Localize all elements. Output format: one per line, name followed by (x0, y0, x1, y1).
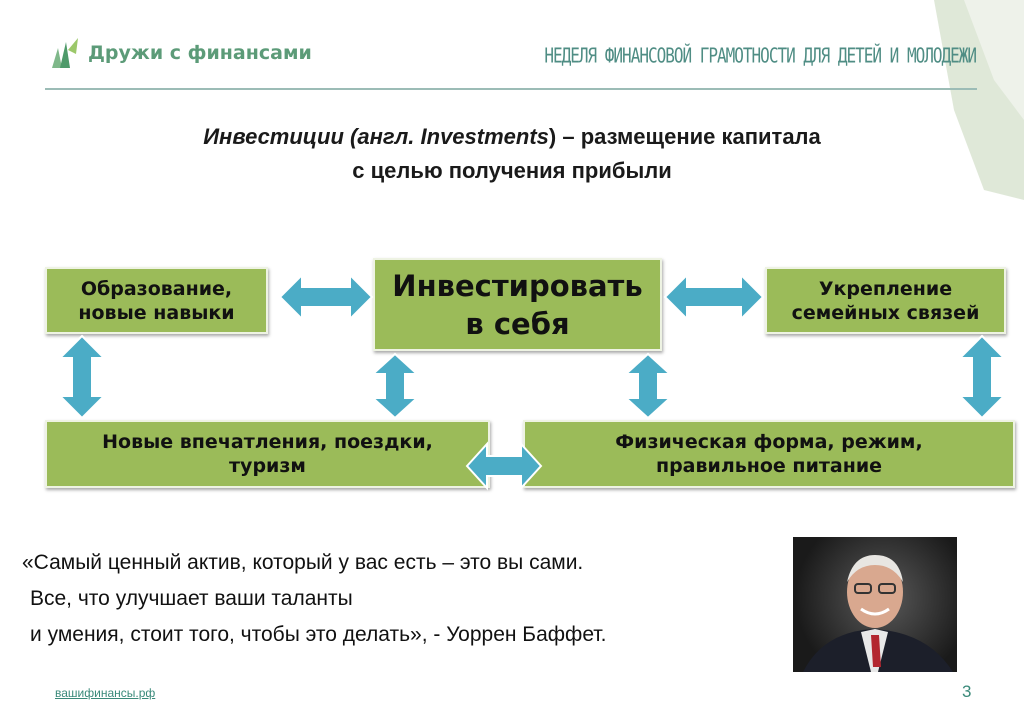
box-text: Новые впечатления, поездки, (102, 431, 433, 453)
box-text: правильное питание (655, 455, 883, 477)
event-title: НЕДЕЛЯ ФИНАНСОВОЙ ГРАМОТНОСТИ ДЛЯ ДЕТЕЙ … (544, 43, 977, 68)
box-text: Физическая форма, режим, (615, 431, 923, 453)
quote-line: «Самый ценный актив, который у вас есть … (22, 551, 584, 574)
page-number: 3 (962, 682, 972, 701)
double-arrow-icon (623, 352, 673, 420)
box-text: туризм (229, 455, 306, 477)
decorative-brush-shape (934, 0, 1024, 200)
title-term: Инвестиции (англ. Investments (203, 124, 549, 149)
title-line-1: Инвестиции (англ. Investments) – размеще… (203, 124, 821, 149)
box-text: в себя (465, 306, 570, 341)
double-arrow-icon (57, 334, 107, 420)
double-arrow-icon (663, 272, 765, 322)
quote-line: Все, что улучшает ваши таланты (30, 587, 353, 610)
logo-icon (52, 38, 78, 68)
box-text: Инвестировать (392, 268, 643, 303)
double-arrow-icon (957, 334, 1007, 420)
portrait-photo (793, 537, 957, 672)
double-arrow-icon (370, 352, 420, 420)
box-text: Образование, (80, 277, 233, 300)
box-fitness: Физическая форма, режим,правильное питан… (523, 420, 1015, 488)
box-travel: Новые впечатления, поездки,туризм (45, 420, 490, 488)
double-arrow-icon (278, 272, 374, 322)
website-link[interactable]: вашифинансы.рф (55, 686, 156, 700)
box-text: новые навыки (78, 301, 235, 324)
slide-title: Инвестиции (англ. Investments) – размеще… (0, 120, 1024, 188)
box-education: Образование,новые навыки (45, 267, 268, 334)
logo: Дружи с финансами (52, 38, 312, 68)
logo-text: Дружи с финансами (88, 42, 312, 64)
box-text: Укрепление (818, 277, 953, 300)
title-line-2: с целью получения прибыли (352, 158, 672, 183)
quote-line: и умения, стоит того, чтобы это делать»,… (30, 623, 607, 646)
quote: «Самый ценный актив, который у вас есть … (22, 545, 606, 653)
double-arrow-icon (465, 441, 543, 491)
box-text: семейных связей (791, 301, 980, 324)
header-divider (45, 88, 977, 90)
